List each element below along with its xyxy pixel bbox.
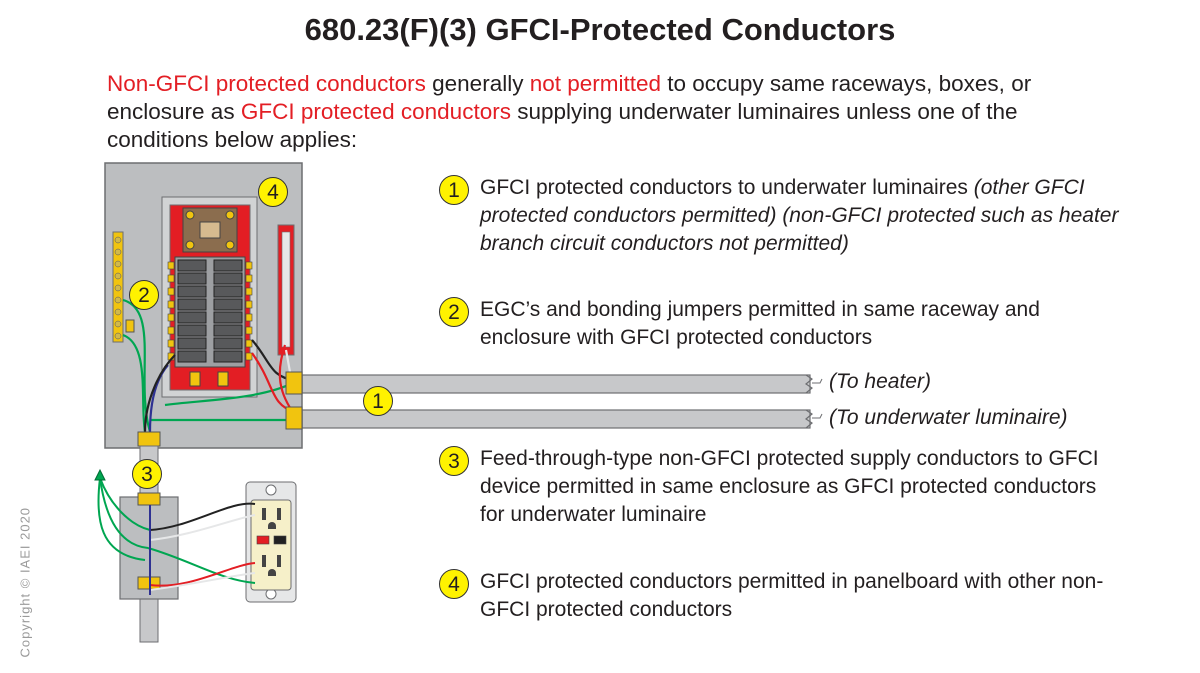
note-3: Feed-through-type non-GFCI protected sup… — [480, 445, 1100, 529]
badge-egc: 2 — [129, 280, 159, 310]
note-4-badge: 4 — [439, 569, 469, 599]
panel-connectors — [137, 371, 303, 447]
badge-panelboard: 4 — [258, 177, 288, 207]
note-3-text: Feed-through-type non-GFCI protected sup… — [480, 447, 1099, 526]
badge-box: 3 — [132, 459, 162, 489]
note-2-badge: 2 — [439, 297, 469, 327]
note-1-badge: 1 — [439, 175, 469, 205]
label-to-heater: (To heater) — [829, 370, 931, 393]
page-title: 680.23(F)(3) GFCI-Protected Conductors — [304, 12, 896, 47]
badge-raceway: 1 — [363, 386, 393, 416]
intro-gfci-phrase: GFCI protected conductors — [240, 99, 511, 124]
intro-not-permitted-phrase: not permitted — [529, 71, 662, 96]
box-wiring — [97, 477, 256, 595]
intro-text-c: supplying underwater luminaires unless o… — [107, 99, 1018, 152]
label-to-luminaire: (To underwater luminaire) — [829, 406, 1068, 429]
intro-text-b: to occupy same raceways, boxes, or enclo… — [107, 71, 1032, 124]
gfci-receptacle — [245, 481, 297, 603]
intro-text-a: generally — [425, 71, 530, 96]
intro-non-gfci-phrase: Non-GFCI protected conductors — [107, 71, 426, 96]
note-4: GFCI protected conductors permitted in p… — [480, 568, 1110, 624]
note-2: EGC’s and bonding jumpers permitted in s… — [480, 296, 1120, 352]
breaker-stack — [167, 256, 253, 368]
note-3-badge: 3 — [439, 446, 469, 476]
note-2-text: EGC’s and bonding jumpers permitted in s… — [480, 298, 1040, 349]
intro-paragraph: Non-GFCI protected conductors generally … — [107, 70, 1117, 154]
note-1: GFCI protected conductors to underwater … — [480, 174, 1120, 258]
note-1-italic: (other GFCI protected conductors permitt… — [480, 176, 1119, 255]
copyright-text: Copyright © IAEI 2020 — [17, 506, 33, 658]
note-4-text: GFCI protected conductors permitted in p… — [480, 570, 1104, 621]
note-1-text: GFCI protected conductors to underwater … — [480, 176, 974, 199]
